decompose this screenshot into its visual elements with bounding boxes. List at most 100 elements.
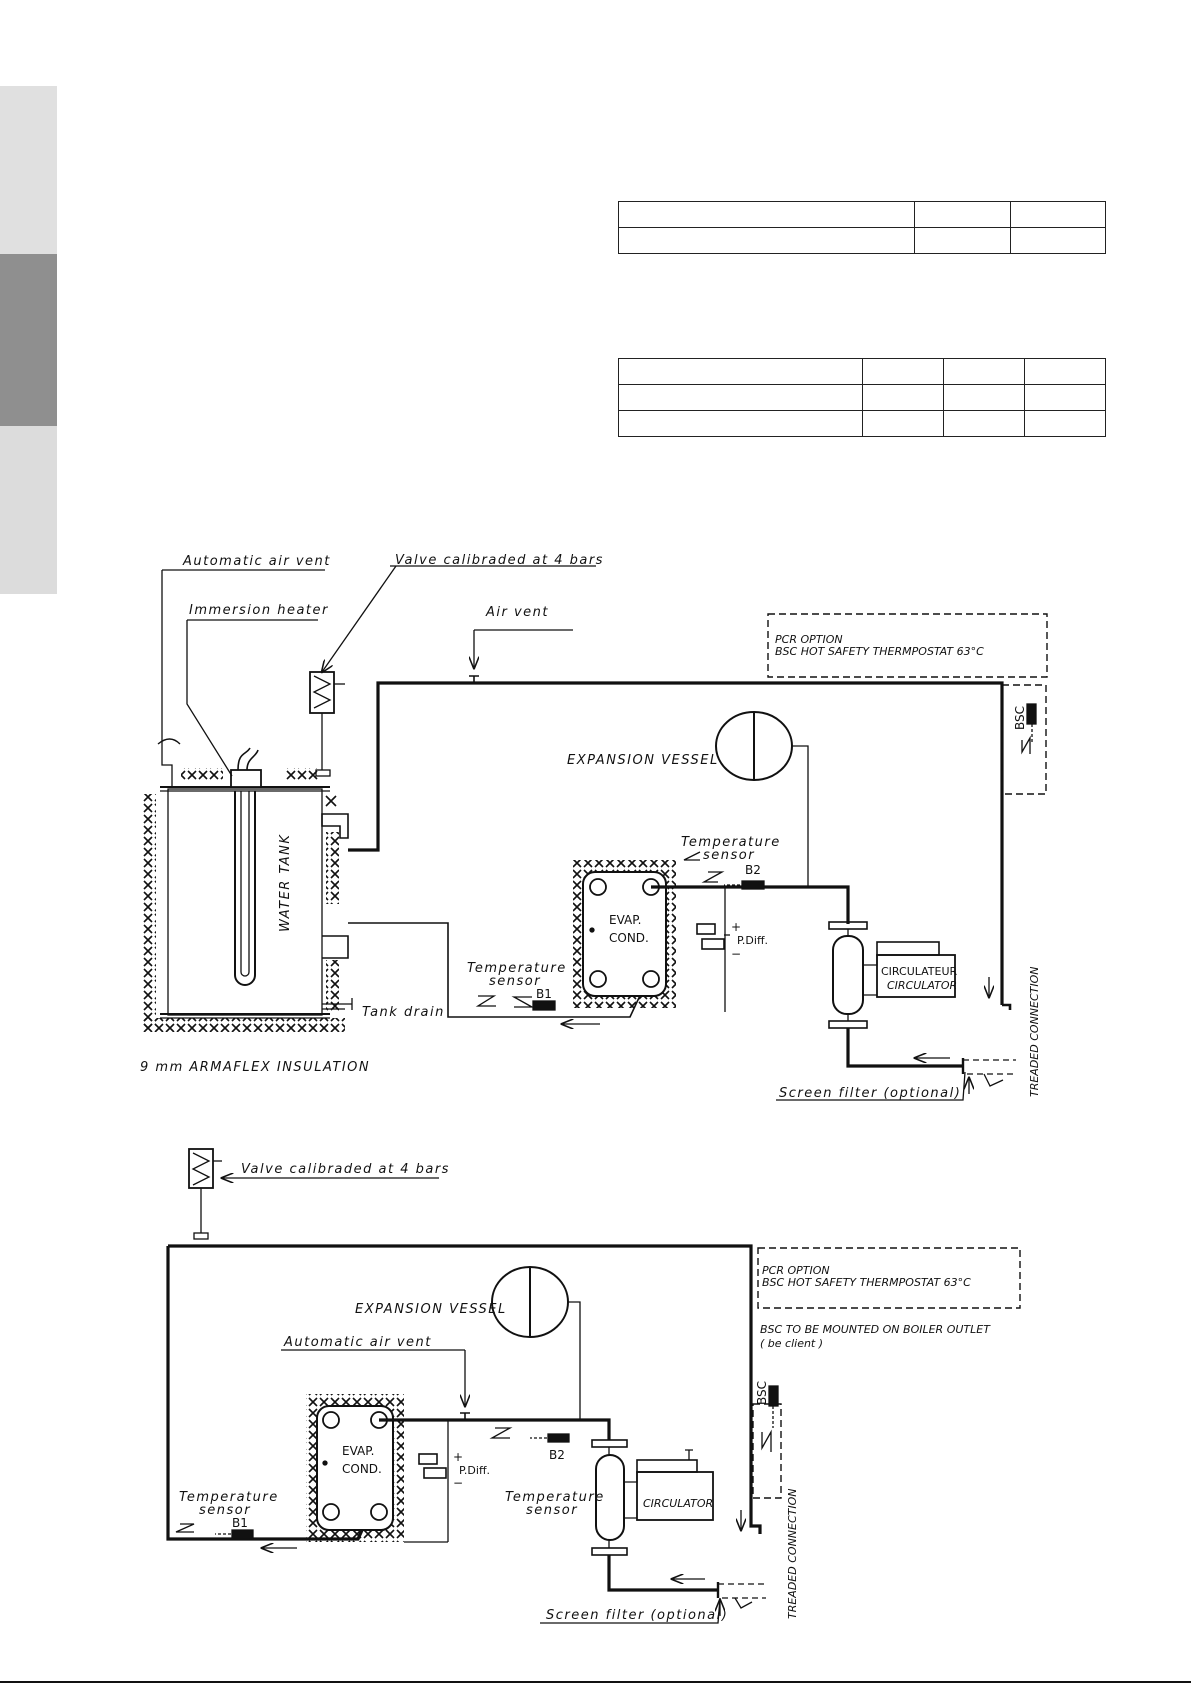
bsc-box xyxy=(1001,684,1047,795)
tank-outlet xyxy=(321,813,349,839)
label-treaded-connection: TREADED CONNECTION xyxy=(1028,966,1041,1097)
immersion-heater-head xyxy=(230,769,262,788)
air-vent-line-symbol xyxy=(469,675,479,683)
pressure-diff-2 xyxy=(404,1420,449,1543)
circulator-2 xyxy=(591,1439,714,1556)
label-valve-calibrated-2: Valve calibraded at 4 bars xyxy=(241,1162,450,1177)
table-row xyxy=(617,201,1106,228)
table-row xyxy=(617,358,1106,385)
label-immersion-heater: Immersion heater xyxy=(189,603,329,618)
label-sensor-upper: sensor xyxy=(703,848,755,863)
safety-valve-1 xyxy=(309,671,345,777)
label-circulator: CIRCULATOR xyxy=(887,979,957,992)
label-pcr-option-2: PCR OPTION xyxy=(762,1264,830,1277)
label-bsc-2: BSC xyxy=(755,1381,769,1405)
label-minus: − xyxy=(731,947,741,961)
diagram-2 xyxy=(166,1148,1021,1624)
label-bsc: BSC xyxy=(1013,706,1027,730)
insulation-top-right xyxy=(285,768,319,781)
side-tab-bottom xyxy=(0,426,57,594)
page-bottom-rule xyxy=(0,1681,1191,1683)
label-expansion-vessel: EXPANSION VESSEL xyxy=(567,753,719,768)
evap-outlet-pipe xyxy=(651,885,850,924)
label-bsc-hot-safety: BSC HOT SAFETY THERMPOSTAT 63°C xyxy=(775,645,984,658)
label-temperature-upper: Temperature xyxy=(681,835,781,850)
insulation-left xyxy=(143,794,156,1028)
sensor-b1-2 xyxy=(231,1529,254,1540)
sensor-b2 xyxy=(741,880,765,890)
evap-cond-2 xyxy=(316,1405,394,1531)
label-air-vent: Air vent xyxy=(485,605,549,620)
expansion-vessel-1 xyxy=(715,711,809,887)
blank-table-2 xyxy=(617,358,1106,437)
label-minus-2: − xyxy=(453,1476,463,1490)
label-sensor-right: sensor xyxy=(526,1503,578,1518)
label-insulation: 9 mm ARMAFLEX INSULATION xyxy=(140,1060,370,1075)
evap-outlet-pipe-2 xyxy=(379,1418,611,1440)
label-circulator-2: CIRCULATOR xyxy=(643,1497,713,1510)
insulation-bottom xyxy=(143,1018,345,1032)
expansion-vessel-2 xyxy=(491,1266,581,1419)
pcr-option-box-2 xyxy=(757,1247,1021,1309)
label-bsc-hot-safety-2: BSC HOT SAFETY THERMPOSTAT 63°C xyxy=(762,1276,971,1289)
insulation-right-lower xyxy=(326,960,339,1012)
label-automatic-air-vent: Automatic air vent xyxy=(182,554,331,569)
label-b1: B1 xyxy=(536,987,552,1001)
pressure-diff-1 xyxy=(696,887,730,1012)
sensor-b1-lead xyxy=(511,996,535,1008)
safety-valve-2 xyxy=(188,1148,439,1240)
bsc-sensor xyxy=(1026,703,1037,725)
circulator-1 xyxy=(828,921,956,1029)
air-vent-2 xyxy=(460,1412,470,1420)
loop-top-pipe xyxy=(201,1244,762,1534)
label-treaded-connection-2: TREADED CONNECTION xyxy=(786,1488,799,1619)
sensor-b2-2 xyxy=(547,1433,570,1443)
sensor-b1 xyxy=(532,1000,556,1011)
tank-inlet xyxy=(322,935,349,959)
label-b1-2: B1 xyxy=(232,1516,248,1530)
table-row xyxy=(617,384,1106,411)
diagram-2-labels: Valve calibraded at 4 bars PCR OPTION BS… xyxy=(179,1162,991,1623)
insulation-right-upper xyxy=(326,832,339,904)
label-screen-filter-2: Screen filter (optional) xyxy=(546,1608,728,1623)
label-tank-drain: Tank drain xyxy=(362,1005,445,1020)
label-sensor-lower: sensor xyxy=(489,974,541,989)
label-evap: EVAP. xyxy=(609,913,641,927)
filter-pipe-2 xyxy=(607,1555,718,1592)
label-cond-2: COND. xyxy=(342,1462,382,1476)
blank-table-1 xyxy=(617,201,1106,254)
label-expansion-vessel-2: EXPANSION VESSEL xyxy=(355,1302,507,1317)
air-vent-symbol xyxy=(157,738,181,745)
water-tank xyxy=(157,738,353,1019)
label-pdiff: P.Diff. xyxy=(737,934,768,947)
label-automatic-air-vent-2: Automatic air vent xyxy=(283,1335,432,1350)
label-plus-2: + xyxy=(453,1450,463,1464)
diagram-1-labels: Automatic air vent Valve calibraded at 4… xyxy=(140,553,1041,1101)
label-temperature-right: Temperature xyxy=(505,1490,605,1505)
label-b2-2: B2 xyxy=(549,1448,565,1462)
label-valve-calibrated: Valve calibraded at 4 bars xyxy=(395,553,604,568)
bsc-box-2 xyxy=(752,1403,782,1499)
table-row xyxy=(617,410,1106,437)
diagram-1 xyxy=(143,565,1048,1101)
insulation-top-left xyxy=(181,768,223,781)
label-bsc-mount-2: ( be client ) xyxy=(760,1337,823,1350)
label-temperature-lower: Temperature xyxy=(467,961,567,976)
screen-filter-1 xyxy=(961,1058,1016,1094)
label-evap-2: EVAP. xyxy=(342,1444,374,1458)
label-b2: B2 xyxy=(745,863,761,877)
filter-pipe xyxy=(846,1028,963,1068)
bsc-sensor-2 xyxy=(768,1385,779,1407)
label-pdiff-2: P.Diff. xyxy=(459,1464,490,1477)
label-pcr-option: PCR OPTION xyxy=(775,633,843,646)
label-cond: COND. xyxy=(609,931,649,945)
pcr-option-box xyxy=(767,613,1048,678)
label-sensor-left: sensor xyxy=(199,1503,251,1518)
side-tab-active xyxy=(0,254,57,426)
label-screen-filter: Screen filter (optional) xyxy=(779,1086,961,1101)
table-row xyxy=(617,227,1106,254)
label-temperature-left: Temperature xyxy=(179,1490,279,1505)
label-bsc-mount-1: BSC TO BE MOUNTED ON BOILER OUTLET xyxy=(760,1323,991,1336)
label-circulateur: CIRCULATEUR xyxy=(881,965,958,978)
